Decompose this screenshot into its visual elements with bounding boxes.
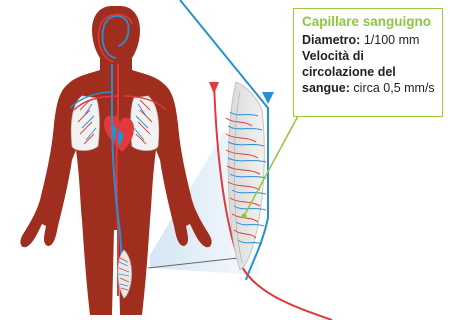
info-title: Capillare sanguigno [302,13,436,30]
diameter-value: 1/100 mm [360,33,419,47]
diameter-label: Diametro: [302,33,360,47]
speed-value: circa 0,5 mm/s [350,81,435,95]
pointer-dot [242,214,247,219]
speed-line: Velocità di circolazione del sangue: cir… [302,48,436,96]
capillary-info-box: Capillare sanguigno Diametro: 1/100 mm V… [293,8,443,117]
diameter-line: Diametro: 1/100 mm [302,32,436,48]
artery-arrow-top [209,82,219,94]
